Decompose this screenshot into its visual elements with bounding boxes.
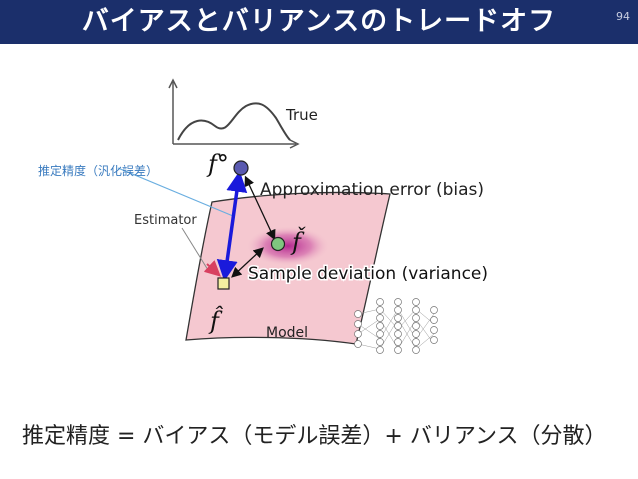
f-true-symbol: f°: [206, 150, 229, 178]
slide-title: バイアスとバリアンスのトレードオフ: [0, 0, 638, 44]
best-in-model-point: [272, 238, 285, 251]
true-label: True: [285, 106, 318, 124]
model-label: Model: [266, 325, 308, 341]
accuracy-label: 推定精度（汎化誤差）: [38, 163, 158, 178]
bias-variance-diagram: True: [0, 44, 638, 404]
page-number: 94: [616, 10, 630, 23]
true-function-plot: True: [169, 80, 318, 148]
true-function-curve: [178, 103, 290, 140]
estimator-point: [218, 278, 229, 289]
approximation-error-label: Approximation error (bias): [260, 180, 484, 200]
title-bar: バイアスとバリアンスのトレードオフ 94: [0, 0, 638, 44]
variance-blob: [246, 226, 330, 266]
tradeoff-equation: 推定精度 = バイアス（モデル誤差）+ バリアンス（分散）: [22, 418, 607, 450]
neural-network-icon: [355, 299, 438, 354]
estimator-label: Estimator: [134, 213, 197, 228]
sample-deviation-label: Sample deviation (variance): [248, 264, 488, 284]
network-nodes: [355, 299, 438, 354]
true-function-point: [234, 161, 248, 175]
